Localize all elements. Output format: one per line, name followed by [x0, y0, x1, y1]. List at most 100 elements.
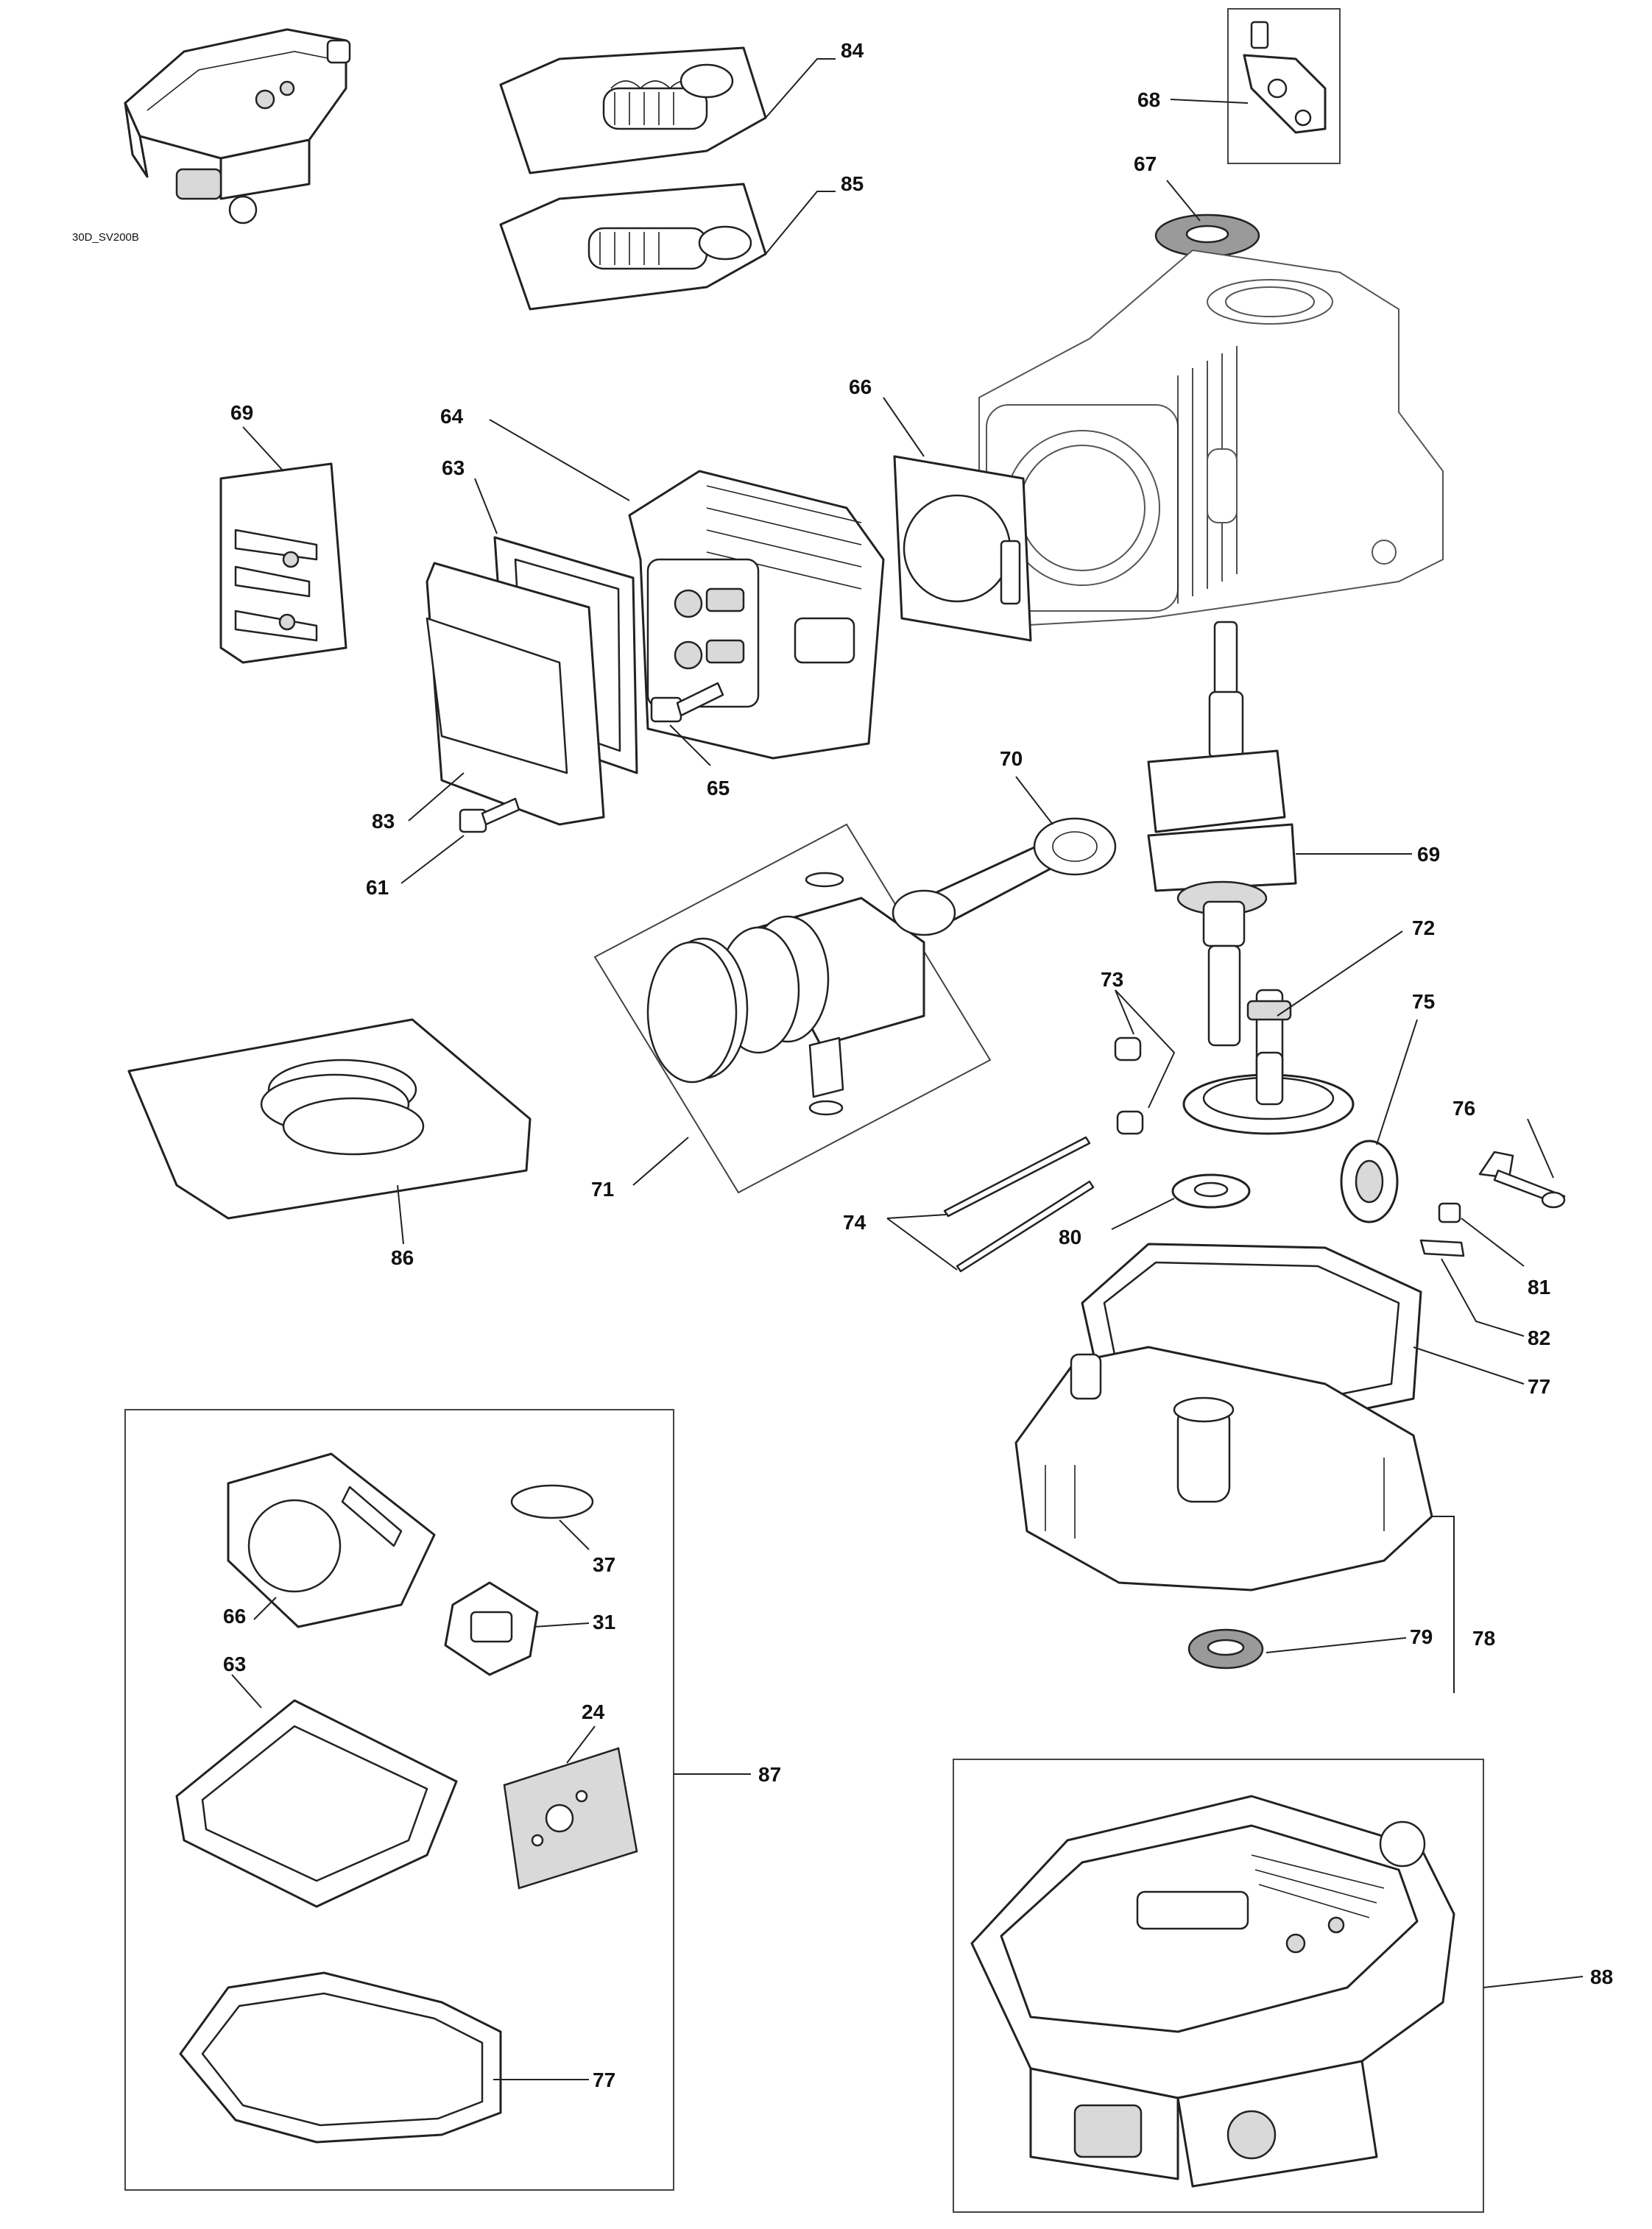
cylinder-head	[628, 470, 885, 760]
callout-65: 65	[707, 777, 730, 799]
leader-line	[1441, 1258, 1525, 1337]
leader-line	[1376, 1019, 1418, 1145]
screw	[1438, 1202, 1461, 1223]
callout-83: 69	[230, 401, 253, 424]
piston-assembly	[646, 872, 925, 1116]
callout-79: 79	[1410, 1625, 1433, 1648]
leader-line	[253, 1597, 277, 1620]
engine-thumbnail-illustration	[124, 28, 351, 225]
governor-bracket	[1243, 21, 1327, 134]
callout-87: 87	[758, 1763, 781, 1786]
leader-line	[1277, 930, 1403, 1017]
kit-sump-gasket	[179, 1971, 502, 2144]
cover-bolt	[459, 797, 520, 833]
head-gasket	[893, 455, 1032, 642]
rocker-arm-kit-bag	[219, 462, 347, 664]
callout-71: 71	[591, 1178, 614, 1201]
kit-label-24: 24	[582, 1700, 605, 1723]
kit-valve-cover-gasket	[175, 1699, 458, 1908]
leader-line	[883, 397, 925, 457]
callout-76: 76	[1452, 1097, 1475, 1120]
bracket-frame	[1227, 8, 1341, 164]
callout-66: 66	[849, 375, 872, 398]
callout-69: 69	[1417, 843, 1440, 866]
leader-line	[1461, 1218, 1525, 1267]
leader-line	[1166, 180, 1201, 222]
engine-block	[978, 249, 1444, 627]
valve-spring-kit-bag-2	[499, 183, 767, 311]
diagram-code: 30D_SV200B	[72, 231, 139, 244]
kit-label-37: 37	[593, 1553, 615, 1576]
callout-77: 77	[1528, 1375, 1550, 1398]
complete-engine-frame	[953, 1759, 1484, 2213]
callout-84: 84	[841, 39, 864, 62]
callout-64: 64	[440, 405, 464, 428]
leader-line	[1266, 1637, 1407, 1653]
head-bolt	[650, 682, 724, 723]
callout-88: 88	[1590, 1965, 1613, 1988]
callout-82: 82	[1528, 1327, 1550, 1349]
valve-cover	[426, 562, 605, 826]
callout-67: 67	[1134, 152, 1157, 175]
gasket-kit-frame	[124, 1409, 674, 2191]
kit-label-63: 63	[223, 1653, 246, 1675]
leader-line	[474, 478, 498, 534]
leader-line	[566, 1725, 596, 1764]
piston-ring-kit-bag	[127, 1018, 532, 1220]
callout-75: 75	[1412, 990, 1435, 1013]
governor-gear	[1340, 1140, 1399, 1223]
leader-line	[1170, 99, 1249, 104]
clip	[1419, 1239, 1465, 1257]
governor-shaft	[1478, 1151, 1566, 1209]
leader-line	[765, 58, 836, 119]
callout-73: 73	[1101, 968, 1123, 991]
crankshaft	[1147, 621, 1297, 1047]
complete-engine-illustration	[970, 1795, 1455, 2188]
callout-81: 81	[1528, 1276, 1550, 1299]
callout-61: 61	[366, 876, 389, 899]
callout-63: 63	[442, 456, 465, 479]
callout-62: 83	[372, 810, 395, 833]
piston-frame	[593, 823, 992, 1194]
valve-lifters	[1114, 1036, 1144, 1135]
leader-line	[1483, 1976, 1584, 1988]
leader-line	[1015, 776, 1053, 825]
connecting-rod	[892, 817, 1117, 936]
valve-spring-kit-bag	[499, 46, 767, 174]
leader-line	[489, 419, 630, 501]
kit-exhaust-gasket	[444, 1581, 539, 1676]
leader-line	[632, 1137, 689, 1186]
leader-line	[1432, 1516, 1455, 1693]
callout-86: 86	[391, 1246, 414, 1269]
push-rods	[943, 1136, 1095, 1273]
leader-line	[1527, 1118, 1554, 1179]
leader-line	[242, 426, 284, 472]
leader-line	[669, 724, 711, 766]
callout-72: 72	[1412, 916, 1435, 939]
kit-label-66: 66	[223, 1605, 246, 1628]
kit-o-ring	[510, 1484, 594, 1519]
leader-line	[533, 1622, 590, 1628]
kit-head-gasket	[227, 1452, 436, 1628]
callout-70: 70	[1000, 747, 1023, 770]
leader-line	[408, 772, 465, 822]
camshaft	[1182, 989, 1355, 1135]
leader-line	[559, 1519, 590, 1550]
kit-label-77: 77	[593, 2069, 615, 2091]
leader-line	[1115, 989, 1176, 1109]
callout-80: 80	[1059, 1226, 1081, 1248]
callout-85: 85	[841, 172, 864, 195]
kit-label-31: 31	[593, 1611, 615, 1633]
kit-carburetor-gasket	[503, 1747, 638, 1890]
leader-line	[400, 835, 465, 884]
callout-68: 68	[1137, 88, 1160, 111]
leader-line	[231, 1674, 262, 1709]
leader-line	[397, 1184, 404, 1245]
crankcase-sump	[1014, 1346, 1433, 1592]
callout-78: 78	[1472, 1627, 1495, 1650]
leader-line	[886, 1214, 958, 1271]
leader-line	[1111, 1198, 1175, 1230]
leader-line	[1413, 1346, 1525, 1385]
leader-line	[765, 191, 836, 255]
